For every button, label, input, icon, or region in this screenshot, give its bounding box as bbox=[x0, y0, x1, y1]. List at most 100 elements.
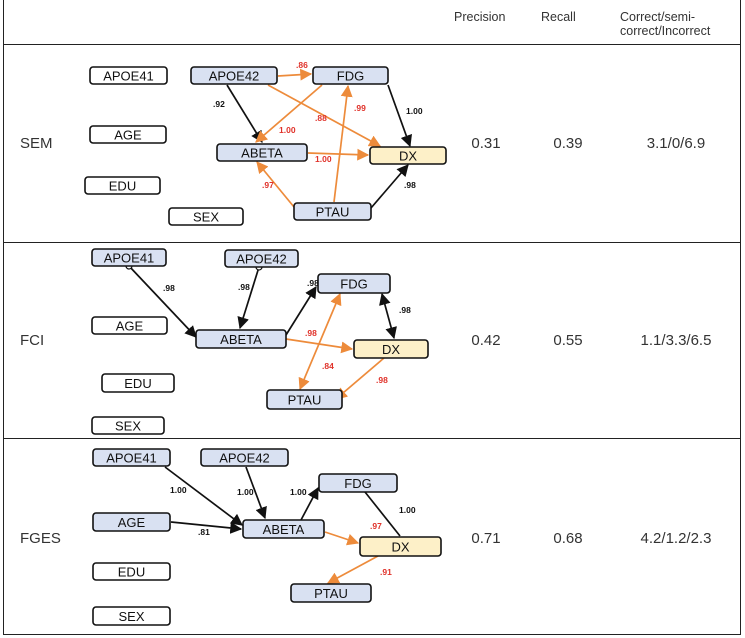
edge-weight-label: .86 bbox=[296, 60, 308, 70]
node-edu bbox=[92, 562, 171, 581]
recall-value: 0.55 bbox=[553, 332, 583, 349]
node-sex bbox=[91, 416, 165, 435]
edge-apoe42-dx bbox=[267, 84, 382, 147]
node-label-apoe41: APOE41 bbox=[106, 451, 157, 466]
node-edu bbox=[101, 373, 175, 393]
edge-apoe42-abeta bbox=[245, 466, 267, 520]
node-fdg bbox=[317, 273, 391, 294]
precision-value: 0.31 bbox=[471, 135, 501, 152]
edge-weight-label: 1.00 bbox=[315, 154, 332, 164]
outcome-header-line1: Correct/semi- bbox=[620, 10, 696, 24]
node-label-age: AGE bbox=[116, 319, 144, 334]
recall-value: 0.39 bbox=[553, 135, 583, 152]
edge-fdg-dx bbox=[364, 491, 401, 537]
outcome-value: 1.1/3.3/6.5 bbox=[640, 332, 712, 349]
node-label-dx: DX bbox=[382, 342, 400, 357]
node-ptau bbox=[293, 202, 372, 221]
table-border bbox=[3, 0, 741, 635]
edge-apoe42-abeta bbox=[237, 266, 260, 330]
node-label-ptau: PTAU bbox=[316, 205, 350, 220]
node-dx bbox=[359, 536, 442, 557]
edge-abeta-dx bbox=[324, 531, 360, 546]
edge-weight-label: .88 bbox=[315, 113, 327, 123]
node-abeta bbox=[195, 329, 287, 349]
edge-fdg-dx bbox=[379, 292, 397, 340]
node-edu bbox=[84, 176, 161, 195]
node-abeta bbox=[216, 143, 308, 162]
node-label-ptau: PTAU bbox=[288, 393, 322, 408]
node-apoe42 bbox=[190, 66, 278, 85]
node-label-edu: EDU bbox=[118, 565, 145, 580]
edge-weight-label: 1.00 bbox=[279, 125, 296, 135]
node-label-sex: SEX bbox=[193, 210, 219, 225]
edge-fdg-dx bbox=[387, 84, 412, 148]
node-label-apoe42: APOE42 bbox=[236, 252, 287, 267]
node-label-sex: SEX bbox=[118, 609, 144, 624]
edge-weight-label: .98 bbox=[305, 328, 317, 338]
edge-abeta-dx bbox=[307, 148, 370, 161]
node-label-apoe42: APOE42 bbox=[219, 451, 270, 466]
edge-weight-label: 1.00 bbox=[399, 505, 416, 515]
edge-apoe42-fdg bbox=[277, 68, 313, 81]
outcome-header-line2: correct/Incorrect bbox=[620, 24, 711, 38]
edge-weight-label: .98 bbox=[404, 180, 416, 190]
node-label-edu: EDU bbox=[109, 179, 136, 194]
edge-dx-ptau bbox=[326, 555, 379, 584]
node-abeta bbox=[242, 519, 325, 539]
node-label-age: AGE bbox=[114, 128, 142, 143]
node-apoe42 bbox=[200, 448, 289, 467]
edge-weight-label: .98 bbox=[376, 375, 388, 385]
edge-dx-ptau bbox=[335, 357, 385, 400]
edge-apoe42-abeta bbox=[226, 84, 263, 144]
precision-value: 0.42 bbox=[471, 332, 501, 349]
edge-weight-label: .99 bbox=[354, 103, 366, 113]
edge-apoe41-abeta bbox=[128, 265, 197, 338]
edge-weight-label: .92 bbox=[213, 99, 225, 109]
node-label-dx: DX bbox=[391, 540, 409, 555]
node-label-apoe41: APOE41 bbox=[103, 69, 154, 84]
precision-value: 0.71 bbox=[471, 530, 501, 547]
node-label-abeta: ABETA bbox=[220, 332, 262, 347]
edge-abeta-fdg bbox=[300, 486, 319, 521]
edge-ptau-fdg bbox=[333, 84, 353, 203]
edge-weight-label: .81 bbox=[198, 527, 210, 537]
node-apoe42 bbox=[224, 249, 299, 268]
edge-weight-label: .98 bbox=[399, 305, 411, 315]
node-label-ptau: PTAU bbox=[314, 586, 348, 601]
node-label-sex: SEX bbox=[115, 419, 141, 434]
row-divider-2 bbox=[3, 438, 741, 439]
method-label: FGES bbox=[20, 530, 61, 547]
node-label-apoe42: APOE42 bbox=[209, 69, 260, 84]
edge-ptau-dx bbox=[370, 164, 409, 209]
method-label: FCI bbox=[20, 332, 45, 349]
node-ptau bbox=[290, 583, 372, 603]
edge-ptau-abeta bbox=[256, 161, 295, 208]
node-apoe41 bbox=[91, 248, 167, 267]
node-apoe41 bbox=[92, 448, 171, 467]
node-age bbox=[89, 125, 167, 144]
edge-weight-label: .84 bbox=[322, 361, 334, 371]
node-fdg bbox=[312, 66, 389, 85]
edge-weight-label: 1.00 bbox=[406, 106, 423, 116]
recall-value: 0.68 bbox=[553, 530, 583, 547]
node-ptau bbox=[266, 389, 343, 410]
outcome-header: Correct/semi- correct/Incorrect bbox=[620, 10, 710, 38]
edge-apoe41-abeta bbox=[164, 466, 243, 526]
edge-ptau-fdg bbox=[298, 292, 342, 391]
node-label-abeta: ABETA bbox=[263, 522, 305, 537]
edge-weight-label: .97 bbox=[370, 521, 382, 531]
edge-weight-label: .91 bbox=[380, 567, 392, 577]
edge-weight-label: .98 bbox=[238, 282, 250, 292]
node-label-fdg: FDG bbox=[337, 69, 364, 84]
edge-age-abeta bbox=[170, 521, 243, 534]
edge-weight-label: .98 bbox=[307, 278, 319, 288]
node-label-fdg: FDG bbox=[344, 476, 371, 491]
node-sex bbox=[168, 207, 244, 226]
edge-fdg-abeta bbox=[255, 84, 323, 143]
node-label-fdg: FDG bbox=[340, 277, 367, 292]
node-sex bbox=[92, 606, 171, 626]
edge-weight-label: 1.00 bbox=[290, 487, 307, 497]
